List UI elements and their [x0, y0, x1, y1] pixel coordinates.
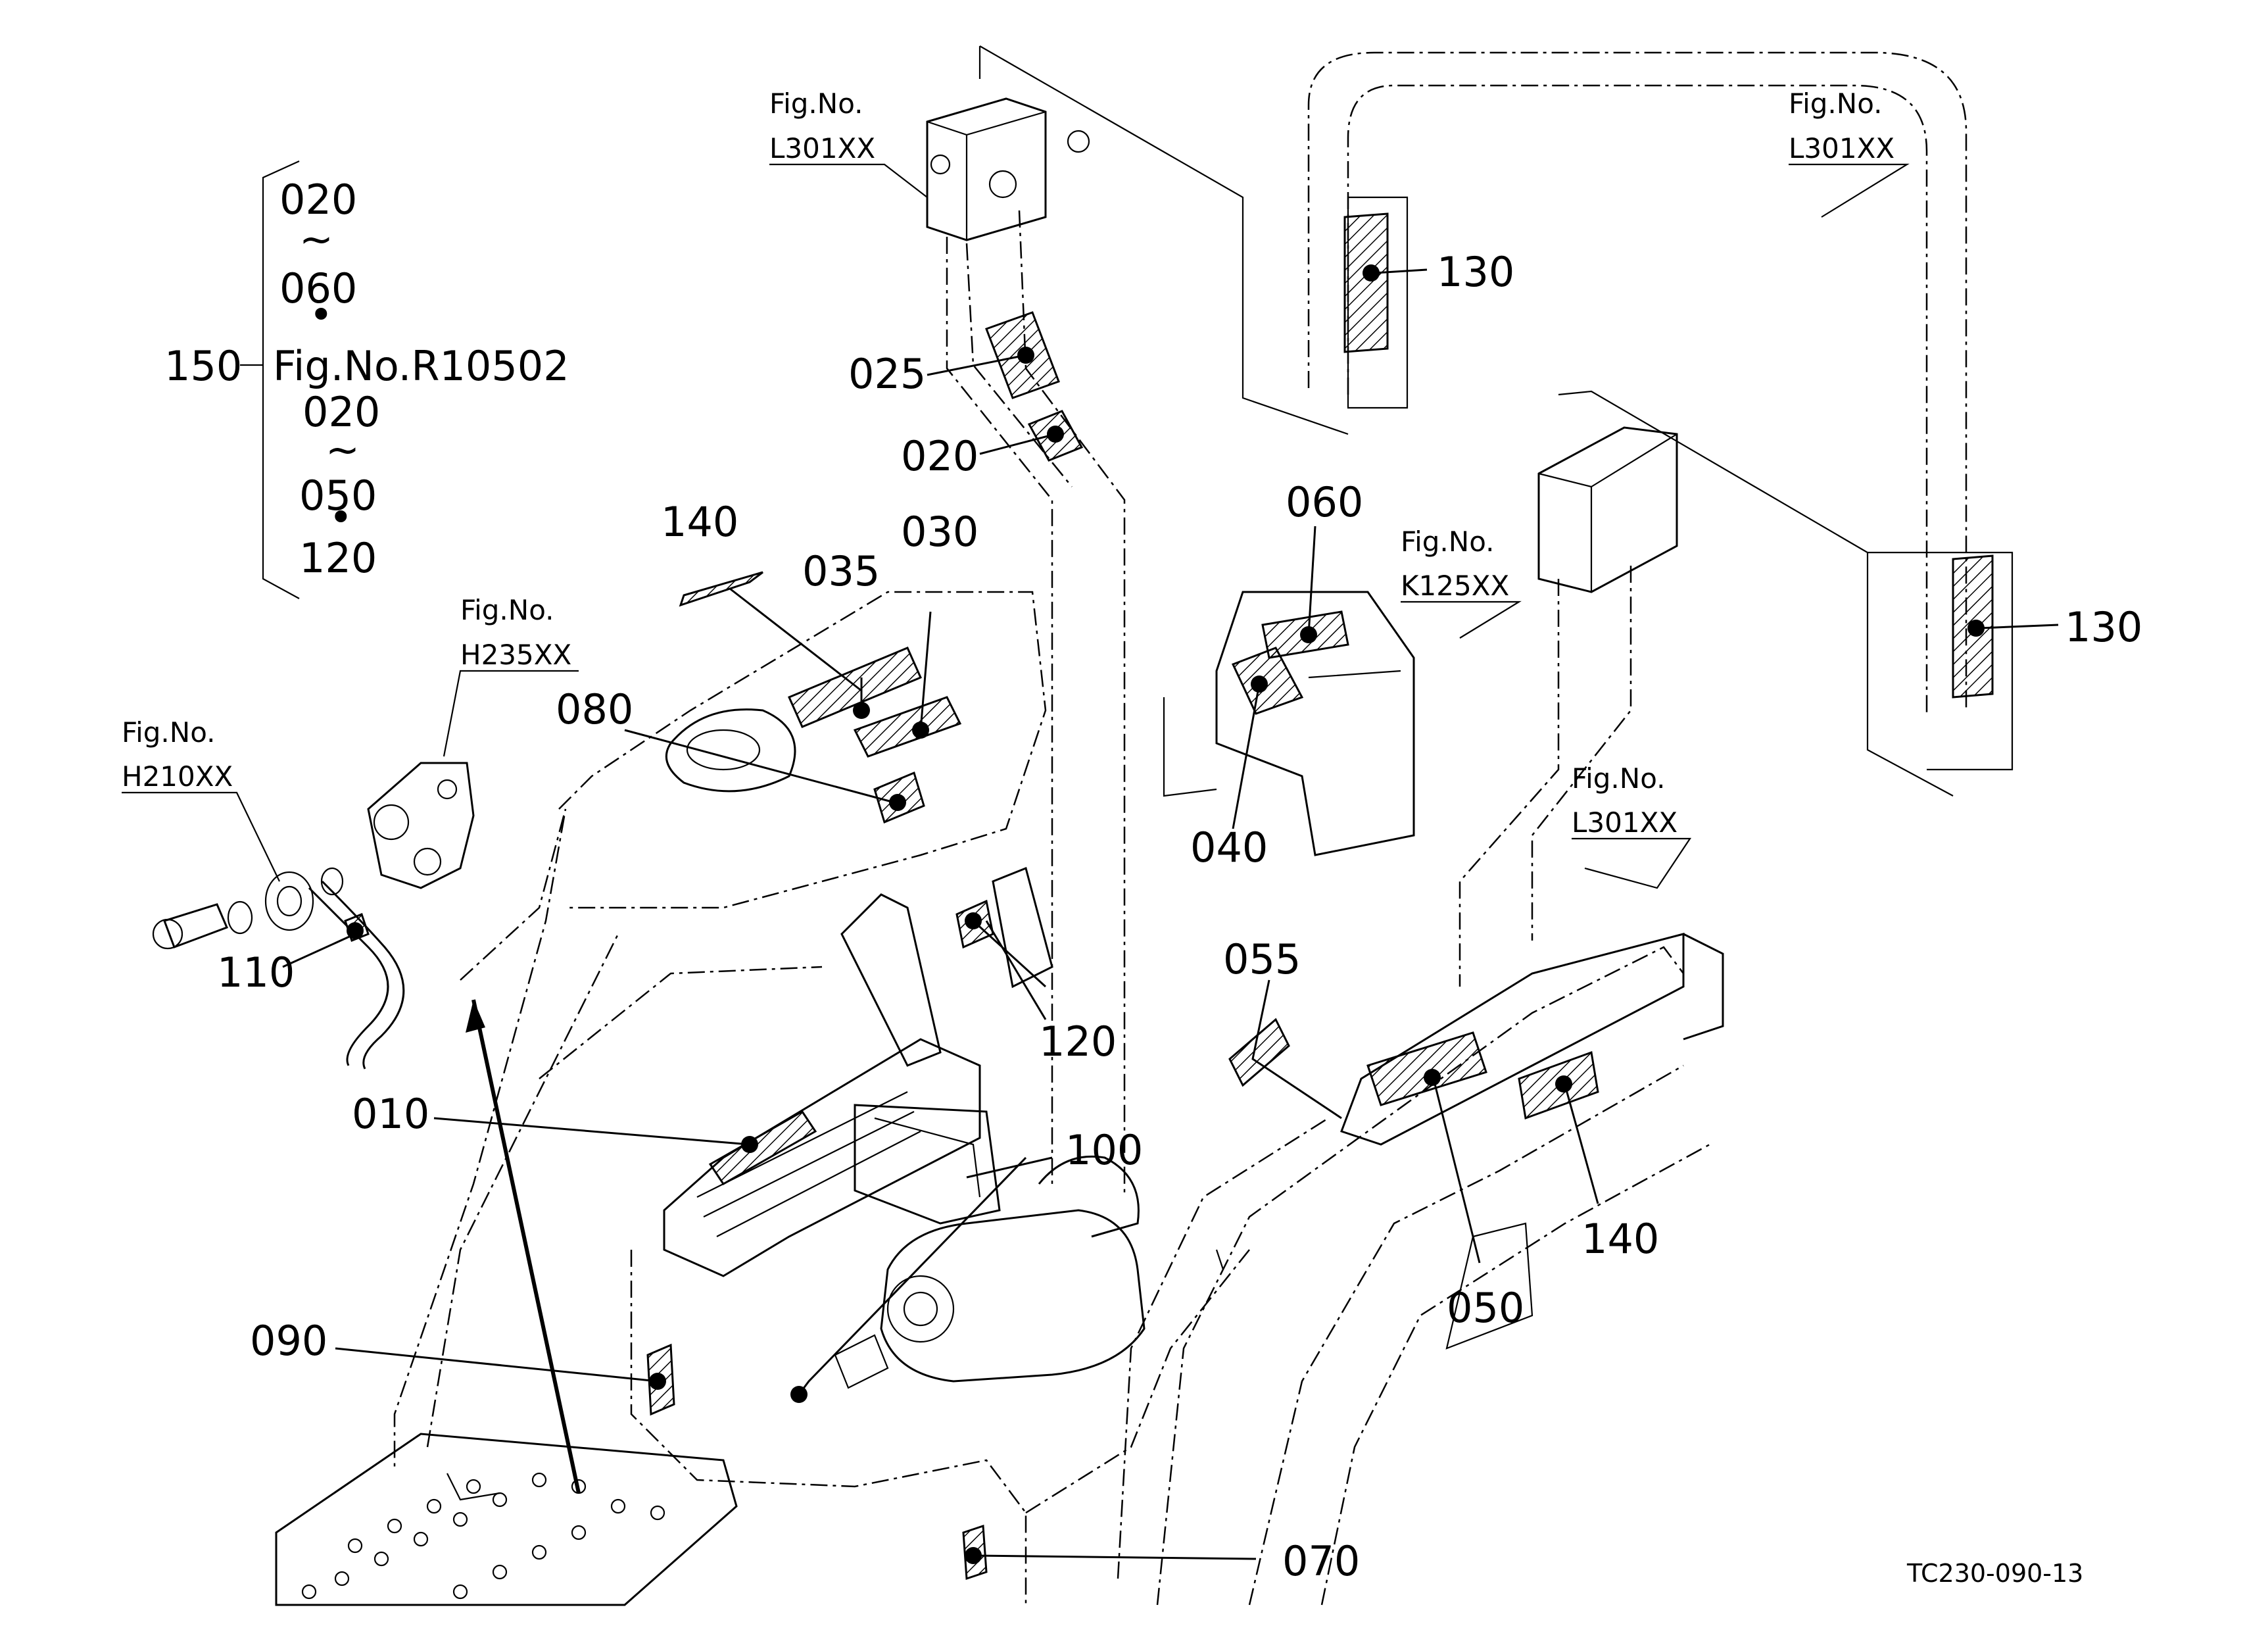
fig-ref-label: Fig.No.	[460, 594, 554, 626]
callout-100: 100	[1065, 1126, 1143, 1174]
callout-140-lower: 140	[1581, 1215, 1659, 1263]
leader-lines	[122, 160, 2059, 1564]
fig-ref-number: L301XX	[1572, 806, 1677, 839]
machine-outline	[152, 45, 2014, 1606]
callout-030: 030	[901, 508, 978, 556]
bom-line: 060	[279, 264, 357, 312]
callout-035: 035	[802, 547, 880, 595]
fig-ref-number: L301XX	[1789, 132, 1894, 164]
callout-130-lower: 130	[2065, 603, 2142, 651]
fig-ref-label: Fig.No.	[769, 87, 863, 120]
fig-ref-label: Fig.No.	[1401, 526, 1495, 558]
fig-ref-number: H210XX	[122, 760, 233, 793]
callout-050: 050	[1447, 1284, 1524, 1332]
callout-055: 055	[1223, 935, 1301, 983]
bom-line: 020	[279, 176, 357, 224]
bom-line: Fig.No.R10502	[273, 342, 569, 390]
decal-patches	[344, 212, 1994, 1581]
callout-040: 040	[1190, 823, 1268, 872]
footstep-holes	[301, 1472, 665, 1600]
fig-ref-number: K125XX	[1401, 570, 1509, 602]
bom-line: 050	[299, 472, 377, 520]
callout-010: 010	[352, 1090, 429, 1138]
callout-110: 110	[217, 948, 295, 996]
bom-line: •	[309, 291, 333, 339]
callout-060: 060	[1286, 478, 1363, 526]
bom-line: 020	[302, 388, 380, 436]
callout-070: 070	[1282, 1537, 1360, 1585]
fig-ref-number: H235XX	[460, 639, 571, 671]
callout-090: 090	[250, 1317, 327, 1365]
callout-120: 120	[1039, 1018, 1117, 1066]
bom-line: ~	[299, 215, 333, 263]
callout-080: 080	[556, 685, 633, 733]
fig-ref-number: L301XX	[769, 132, 875, 164]
fig-references: Fig.No. L301XX Fig.No. L301XX Fig.No. K1…	[122, 87, 1894, 839]
fig-ref-label: Fig.No.	[1789, 87, 1883, 120]
callout-130-upper: 130	[1437, 248, 1514, 296]
callout-140-upper: 140	[661, 498, 738, 546]
bom-group: 150 020 ~ 060 • Fig.No.R10502 020 ~ 050 …	[164, 176, 569, 582]
part-callouts: 130 130 025 020 060 140 035 030 080 040 …	[217, 248, 2142, 1585]
bom-line: ~	[326, 426, 360, 474]
bom-line: 120	[299, 534, 377, 582]
callout-025: 025	[848, 350, 926, 398]
fig-ref-label: Fig.No.	[122, 716, 216, 749]
bom-callout: 150	[164, 342, 242, 390]
drawing-code: TC230-090-13	[1906, 1559, 2083, 1588]
callout-020: 020	[901, 432, 978, 480]
bom-line: •	[329, 493, 353, 541]
fig-ref-label: Fig.No.	[1572, 762, 1666, 795]
